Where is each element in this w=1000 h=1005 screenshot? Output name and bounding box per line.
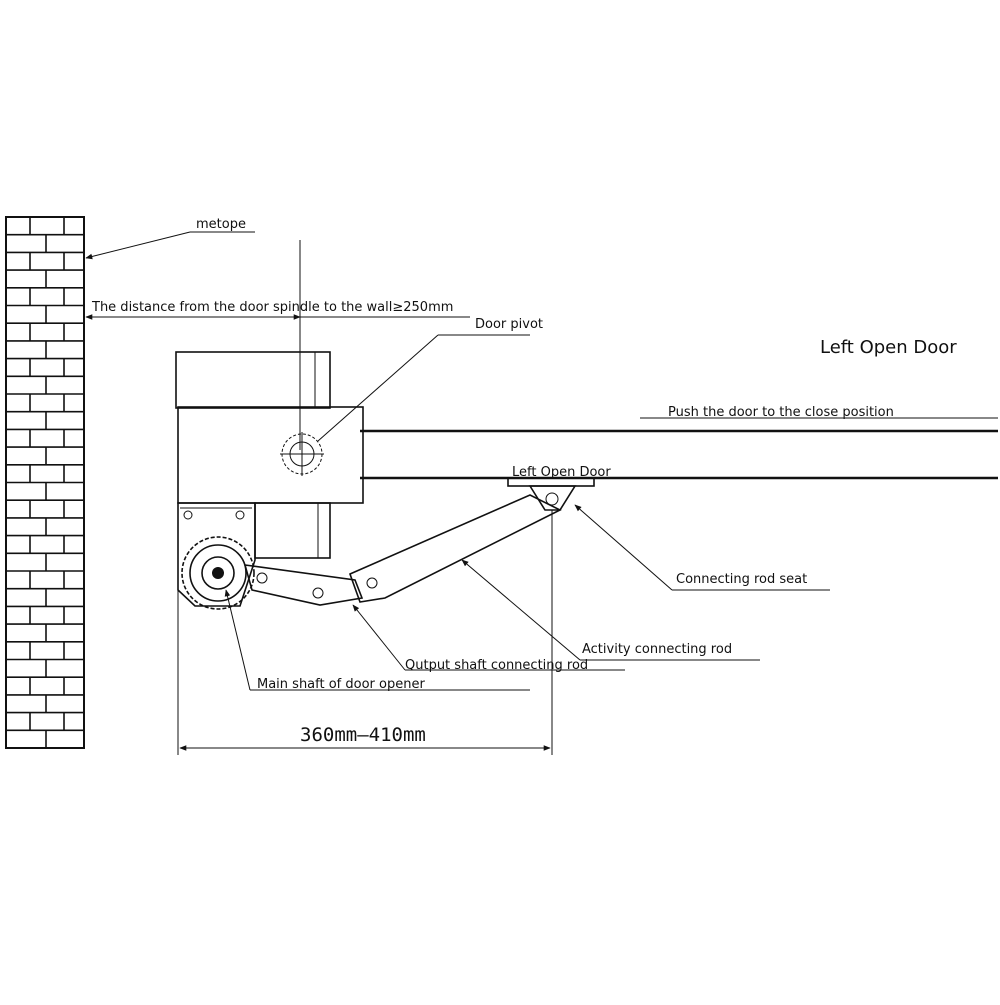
main-shaft-label: Main shaft of door opener [257, 677, 425, 692]
output-shaft-rod [243, 564, 364, 606]
main-shaft-callout: Main shaft of door opener [224, 589, 530, 692]
rod-seat-callout: Connecting rod seat [574, 504, 830, 591]
push-close-callout: Push the door to the close position [640, 405, 998, 420]
door-leaf [360, 429, 998, 480]
metope-callout: metope [85, 217, 255, 260]
activity-rod-label: Activity connecting rod [582, 642, 732, 657]
metope-label: metope [196, 217, 246, 232]
connecting-rod-seat [507, 477, 595, 511]
push-close-label: Push the door to the close position [668, 405, 894, 420]
motor-bracket [177, 502, 256, 607]
diagram-title: Left Open Door [820, 337, 957, 358]
brick-wall [5, 216, 85, 749]
output-rod-label: Qutput shaft connecting rod [405, 658, 588, 673]
opener-housing [175, 351, 364, 559]
activity-rod-callout: Activity connecting rod [461, 559, 760, 661]
output-rod-callout: Qutput shaft connecting rod [352, 604, 625, 673]
distance-callout: The distance from the door spindle to th… [85, 300, 470, 320]
distance-label: The distance from the door spindle to th… [91, 300, 453, 315]
main-shaft-gear [181, 536, 255, 610]
door-pivot-symbol [280, 432, 324, 476]
left-open-door-small-label: Left Open Door [512, 465, 611, 480]
door-pivot-label: Door pivot [475, 317, 543, 332]
dimension-label: 360mm—410mm [300, 724, 426, 746]
activity-rod [348, 494, 562, 603]
rod-seat-label: Connecting rod seat [676, 572, 807, 587]
dimension: 360mm—410mm [177, 510, 553, 755]
door-pivot-callout: Door pivot [317, 317, 543, 442]
